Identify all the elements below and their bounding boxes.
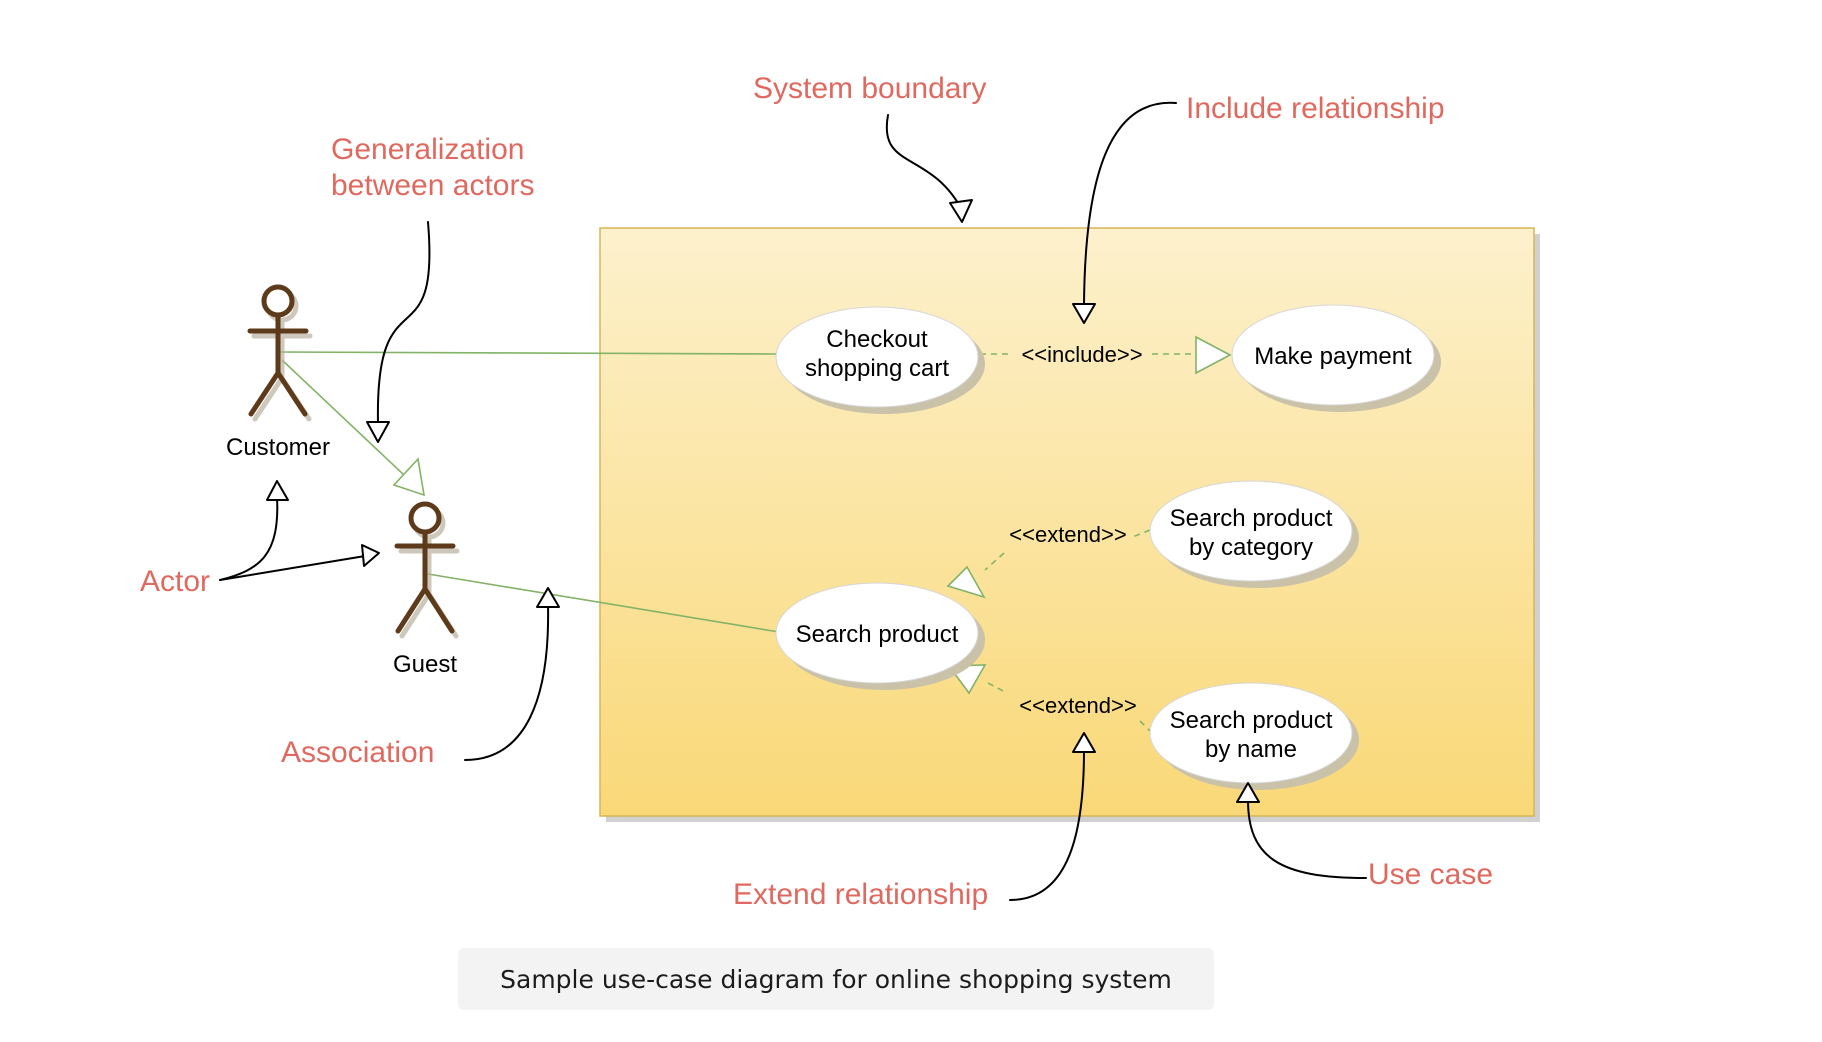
actor-customer-label: Customer	[226, 434, 330, 461]
system-boundary-arrow	[885, 114, 963, 211]
include-relationship-annotation: Include relationship	[1186, 92, 1445, 125]
association-annotation: Association	[281, 736, 434, 769]
use-case-search-by-category[interactable]: Search product by category	[1149, 480, 1359, 588]
actor-arrow-customer	[219, 496, 279, 581]
system-boundary-arrowhead	[949, 199, 973, 223]
figure-caption: Sample use-case diagram for online shopp…	[500, 964, 1172, 994]
generalization-customer-guest	[281, 359, 426, 497]
use-case-arrowhead	[1236, 782, 1260, 803]
association-lines	[279, 351, 780, 633]
system-boundary-annotation: System boundary	[753, 72, 986, 105]
actor-arrowhead-customer	[266, 480, 289, 501]
use-case-search-product[interactable]: Search product	[775, 582, 985, 690]
generalization-annotation-line1: Generalization	[331, 133, 524, 166]
extend-connector-category	[946, 529, 1151, 599]
association-arrowhead	[536, 587, 560, 608]
include-connector	[980, 335, 1232, 375]
annotation-labels: System boundary Include relationship Gen…	[140, 72, 1493, 911]
extend-arrowhead	[1072, 732, 1096, 753]
actor-guest-label: Guest	[393, 651, 457, 678]
use-case-search-product-label: Search product	[796, 621, 959, 648]
use-case-search-by-category-line1: Search product	[1170, 505, 1333, 532]
include-arrowhead	[1072, 303, 1096, 324]
actor-guest[interactable]: Guest	[393, 501, 460, 678]
use-case-checkout[interactable]: Checkout shopping cart	[775, 306, 985, 414]
association-customer-checkout	[279, 351, 777, 355]
annotation-arrows	[219, 101, 1367, 901]
caption-box: Sample use-case diagram for online shopp…	[458, 948, 1214, 1010]
generalization-arrow	[376, 221, 431, 424]
association-guest-search	[427, 573, 780, 633]
use-case-search-by-category-line2: by category	[1189, 534, 1313, 561]
use-case-make-payment[interactable]: Make payment	[1231, 304, 1441, 412]
actor-arrow-guest	[219, 555, 366, 581]
actor-customer[interactable]: Customer	[226, 284, 330, 461]
extend-label-name: <<extend>>	[1019, 693, 1136, 718]
use-case-checkout-line1: Checkout	[826, 326, 928, 353]
use-case-search-by-name-line1: Search product	[1170, 707, 1333, 734]
use-case-search-by-name[interactable]: Search product by name	[1149, 682, 1359, 790]
association-arrow	[464, 604, 550, 761]
extend-relationship-annotation: Extend relationship	[733, 878, 988, 911]
actor-arrowhead-guest	[361, 544, 380, 567]
generalization-annotation-line2: between actors	[331, 169, 534, 202]
generalization-arrowhead	[366, 421, 390, 443]
use-case-search-by-name-line2: by name	[1205, 736, 1297, 763]
use-case-arrow	[1247, 799, 1367, 879]
extend-label-category: <<extend>>	[1009, 522, 1126, 547]
use-case-make-payment-label: Make payment	[1254, 343, 1412, 370]
actor-annotation: Actor	[140, 565, 210, 598]
extend-arrow	[1009, 749, 1085, 901]
use-case-checkout-line2: shopping cart	[805, 355, 949, 382]
include-label: <<include>>	[1021, 342, 1142, 367]
use-case-annotation: Use case	[1368, 858, 1493, 891]
include-arrow	[1083, 101, 1177, 306]
